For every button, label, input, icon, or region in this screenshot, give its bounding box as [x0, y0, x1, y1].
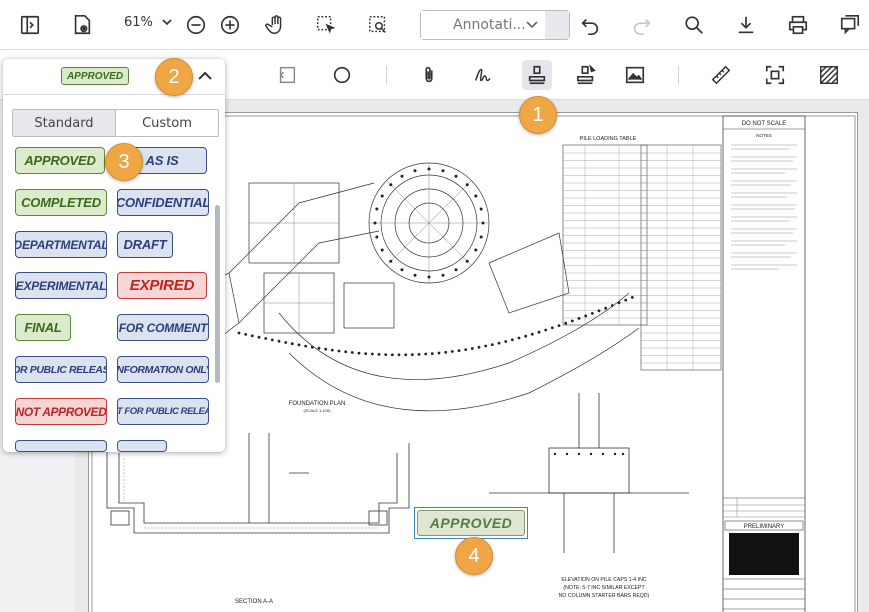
stamp-panel-scrollbar[interactable]: [215, 205, 220, 383]
download-icon[interactable]: [730, 9, 762, 41]
ruler-icon[interactable]: [706, 60, 736, 90]
marquee-zoom-icon[interactable]: [362, 9, 394, 41]
main-toolbar: 61% Annotati...: [0, 0, 869, 50]
stamp-final[interactable]: FINAL: [15, 314, 71, 341]
do-not-scale-text: DO NOT SCALE: [742, 121, 787, 127]
stamp-not-approved[interactable]: NOT APPROVED: [15, 398, 107, 425]
stamp-partial-row[interactable]: [117, 440, 167, 452]
engineering-drawing: DO NOT SCALE NOTES PRELIMINAR: [91, 115, 856, 612]
toolbar-separator: [386, 66, 387, 84]
stamp-tabs: Standard Custom: [12, 109, 219, 137]
tab-custom[interactable]: Custom: [142, 115, 192, 131]
attachment-icon[interactable]: [414, 60, 444, 90]
elevation-label-2: (NOTE: 5-7 INC SIMILAR EXCEPT: [563, 585, 645, 591]
foundation-scale-label: (SCALE 1:100): [304, 408, 332, 413]
stamp-draft[interactable]: DRAFT: [117, 231, 173, 258]
callout-3: 3: [105, 143, 143, 181]
image-tool-icon[interactable]: [620, 60, 650, 90]
search-icon[interactable]: [678, 9, 710, 41]
zoom-in-icon[interactable]: [214, 9, 246, 41]
stamp-experimental[interactable]: EXPERIMENTAL: [15, 272, 107, 299]
print-icon[interactable]: [782, 9, 814, 41]
pile-table-title: PILE LOADING TABLE: [580, 136, 637, 142]
stamp-partial-row[interactable]: [15, 440, 107, 452]
stamp-confidential[interactable]: CONFIDENTIAL: [117, 189, 209, 216]
pan-hand-icon[interactable]: [260, 9, 292, 41]
selected-stamp-preview: APPROVED: [61, 67, 129, 85]
elevation-label-1: ELEVATION ON PILE CAPS 1-4 INC: [561, 577, 646, 583]
zoom-dropdown-chevron-icon[interactable]: [160, 15, 174, 29]
toolbar-separator: [678, 66, 679, 84]
mode-select[interactable]: Annotati...: [420, 10, 570, 40]
notes-heading: NOTES: [756, 133, 772, 138]
view-controls-icon[interactable]: [66, 9, 98, 41]
placed-approved-stamp[interactable]: APPROVED: [414, 507, 528, 539]
placed-stamp-label: APPROVED: [417, 510, 525, 536]
callout-4: 4: [455, 537, 493, 575]
select-text-icon[interactable]: [310, 9, 342, 41]
section-label: SECTION A-A: [235, 599, 273, 605]
redo-icon[interactable]: [626, 9, 658, 41]
stamp-tool-icon[interactable]: [522, 60, 552, 90]
toggle-sidebar-icon[interactable]: [14, 9, 46, 41]
callout-1: 1: [519, 96, 557, 134]
foundation-plan-label: FOUNDATION PLAN: [289, 401, 346, 407]
rubber-stamp-icon[interactable]: [571, 60, 601, 90]
elevation-label-3: NO COLUMN STARTER BARS REQD): [559, 593, 650, 599]
stamp-for-comment[interactable]: FOR COMMENT: [117, 314, 209, 341]
mode-select-button[interactable]: [545, 11, 569, 39]
zoom-out-icon[interactable]: [180, 9, 212, 41]
chevron-up-icon[interactable]: [197, 69, 213, 83]
ellipse-tool-icon[interactable]: [327, 60, 357, 90]
comments-panel-icon[interactable]: [834, 9, 866, 41]
stamp-departmental[interactable]: DEPARTMENTAL: [15, 231, 107, 258]
stamp-information-only[interactable]: INFORMATION ONLY: [117, 356, 209, 383]
stamp-completed[interactable]: COMPLETED: [15, 189, 107, 216]
mode-select-label: Annotati...: [421, 11, 547, 39]
signature-icon[interactable]: [468, 60, 498, 90]
chevron-down-icon: [526, 21, 538, 29]
stamp-approved[interactable]: APPROVED: [15, 147, 105, 174]
stamp-not-for-public-release[interactable]: NOT FOR PUBLIC RELEASE: [117, 398, 209, 425]
tab-standard[interactable]: Standard: [13, 110, 116, 136]
zoom-level[interactable]: 61%: [124, 15, 153, 30]
preliminary-text: PRELIMINARY: [744, 524, 785, 530]
stamp-dropdown-panel: APPROVED Standard Custom APPROVED AS IS …: [3, 59, 225, 452]
callout-2: 2: [155, 58, 193, 96]
stamp-expired[interactable]: EXPIRED: [117, 272, 207, 299]
stamp-panel-header[interactable]: APPROVED: [3, 59, 225, 95]
undo-icon[interactable]: [574, 9, 606, 41]
crop-frame-icon[interactable]: [760, 60, 790, 90]
hatch-pattern-icon[interactable]: [814, 60, 844, 90]
stamp-for-public-release[interactable]: FOR PUBLIC RELEASE: [15, 356, 107, 383]
rectangle-tool-icon[interactable]: [272, 60, 302, 90]
